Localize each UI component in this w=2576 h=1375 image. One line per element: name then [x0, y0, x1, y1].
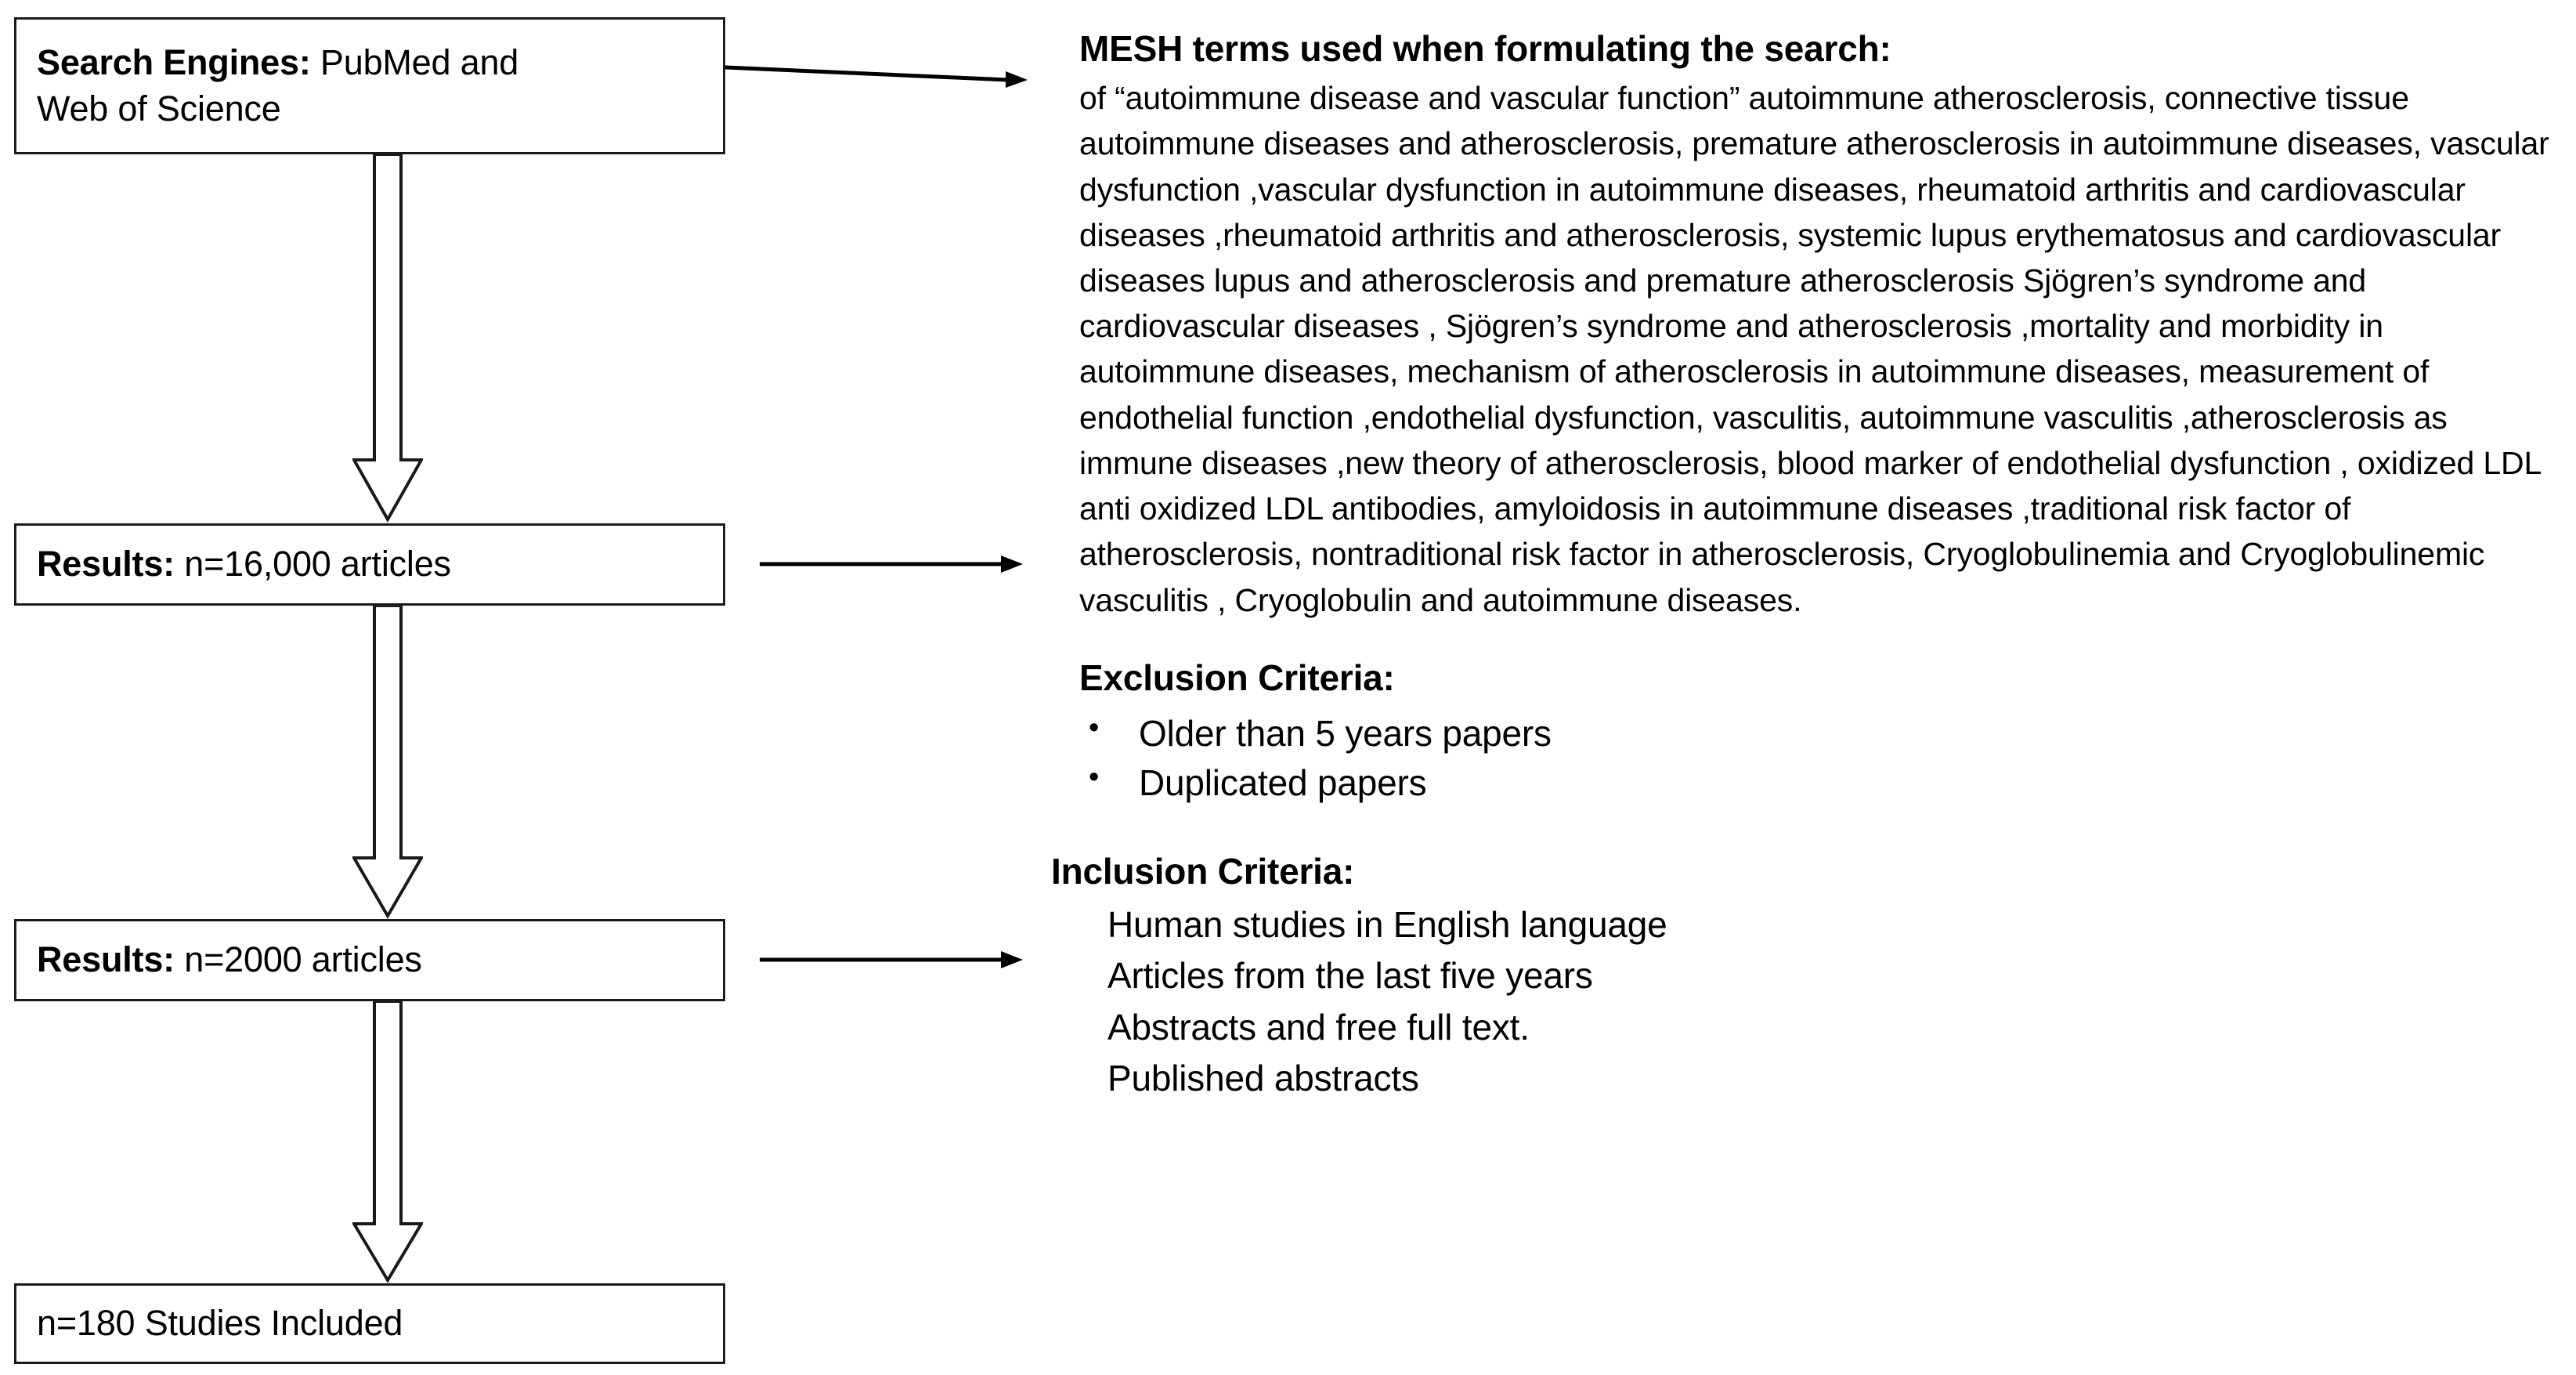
inclusion-criteria-list: Human studies in English language Articl…	[1051, 899, 2563, 1104]
criteria-panel: MESH terms used when formulating the sea…	[1051, 27, 2563, 1104]
block-arrow-down-3	[352, 1001, 423, 1283]
flow-box-studies-included: n=180 Studies Included	[14, 1283, 725, 1364]
exclusion-criteria-heading: Exclusion Criteria:	[1079, 657, 1395, 698]
flow-box-studies-included-label-rest: n=180 Studies Included	[37, 1303, 403, 1344]
list-item: Articles from the last five years	[1107, 955, 1593, 997]
flow-box-results-16000-label: Results: n=16,000 articles	[37, 541, 451, 588]
list-item: Human studies in English language	[1107, 903, 1667, 945]
flow-box-search-engines-label: Search Engines: PubMed and Web of Scienc…	[37, 40, 518, 132]
flow-box-results-2000-label-rest: n=2000 articles	[174, 939, 422, 980]
flow-box-search-engines-label-rest: PubMed and Web of Science	[37, 42, 519, 128]
flow-box-results-2000-label-bold: Results:	[37, 939, 175, 980]
list-item: Duplicated papers	[1079, 757, 2563, 808]
connector-arrow-right-2	[760, 548, 1026, 580]
connector-arrow-right-3	[760, 944, 1026, 975]
list-item: Published abstracts	[1107, 1057, 1419, 1098]
block-arrow-down-2	[352, 606, 423, 919]
flow-box-studies-included-label: n=180 Studies Included	[37, 1301, 403, 1347]
connector-arrow-right-1-icon	[725, 65, 1028, 88]
flowchart: Search Engines: PubMed and Web of Scienc…	[0, 0, 1050, 1375]
connector-arrow-right-1	[725, 61, 1031, 92]
flow-box-results-16000: Results: n=16,000 articles	[14, 523, 725, 606]
connector-arrow-right-3-icon	[760, 951, 1023, 968]
mesh-terms-heading: MESH terms used when formulating the sea…	[1079, 28, 1891, 69]
flow-box-results-2000-label: Results: n=2000 articles	[37, 937, 422, 983]
block-arrow-down-3-icon	[352, 1001, 423, 1283]
flow-box-search-engines: Search Engines: PubMed and Web of Scienc…	[14, 17, 725, 154]
list-item: Older than 5 years papers	[1079, 707, 2563, 758]
flow-box-results-2000: Results: n=2000 articles	[14, 919, 725, 1001]
exclusion-criteria-block: Exclusion Criteria: Older than 5 years p…	[1079, 656, 2563, 809]
block-arrow-down-2-icon	[352, 606, 423, 919]
inclusion-criteria-block: Inclusion Criteria: Human studies in Eng…	[1051, 849, 2563, 1104]
block-arrow-down-1	[352, 154, 423, 523]
connector-arrow-right-2-icon	[760, 555, 1023, 573]
flow-box-results-16000-label-rest: n=16,000 articles	[174, 544, 451, 584]
block-arrow-down-1-icon	[352, 154, 423, 523]
list-item: Abstracts and free full text.	[1107, 1006, 1530, 1048]
mesh-terms-block: MESH terms used when formulating the sea…	[1079, 27, 2563, 623]
inclusion-criteria-heading: Inclusion Criteria:	[1051, 850, 1355, 892]
mesh-terms-body: of “autoimmune disease and vascular func…	[1079, 80, 2549, 618]
flow-box-results-16000-label-bold: Results:	[37, 544, 175, 584]
flow-box-search-engines-label-bold: Search Engines:	[37, 42, 311, 82]
exclusion-criteria-list: Older than 5 years papers Duplicated pap…	[1079, 707, 2563, 809]
